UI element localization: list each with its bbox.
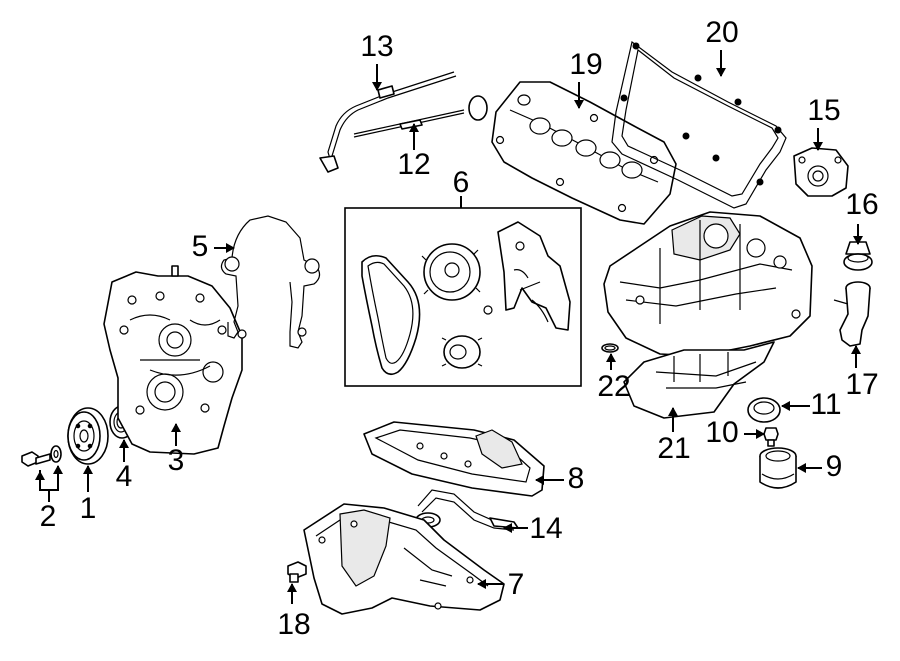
part-timing-cover-gasket bbox=[220, 215, 321, 349]
part-timing-kit bbox=[344, 207, 582, 387]
part-oil-filter-adapter bbox=[747, 397, 781, 423]
part-oil-pan-gasket bbox=[363, 421, 545, 497]
callout-22: 22 bbox=[597, 370, 630, 403]
part-oil-dipstick-tube bbox=[319, 71, 457, 173]
callout-11: 11 bbox=[810, 388, 841, 421]
part-valve-cover-gasket bbox=[611, 40, 787, 209]
callout-10: 10 bbox=[705, 416, 738, 449]
callout-20: 20 bbox=[705, 16, 738, 49]
part-oil-filler-cap bbox=[843, 241, 873, 271]
callout-19: 19 bbox=[569, 48, 602, 81]
callout-labels: 1 2 3 4 5 6 7 8 9 10 11 12 13 14 15 16 1… bbox=[40, 16, 879, 641]
callout-12: 12 bbox=[397, 148, 430, 181]
part-valve-cover bbox=[491, 81, 677, 225]
part-intake-manifold bbox=[603, 211, 813, 419]
callout-8: 8 bbox=[568, 462, 585, 495]
callout-4: 4 bbox=[116, 460, 133, 493]
part-crankshaft-pulley bbox=[67, 407, 109, 465]
callout-7: 7 bbox=[508, 568, 525, 601]
part-oil-drain-plug bbox=[287, 561, 307, 583]
part-oil-filler-tube bbox=[833, 281, 871, 347]
part-timing-cover bbox=[103, 265, 243, 455]
part-oil-filter bbox=[759, 447, 797, 489]
callout-17: 17 bbox=[845, 368, 878, 401]
callout-5: 5 bbox=[192, 230, 209, 263]
part-crankshaft-bolt-washer bbox=[21, 445, 62, 467]
callout-15: 15 bbox=[807, 94, 840, 127]
callout-14: 14 bbox=[529, 512, 562, 545]
callout-3: 3 bbox=[168, 444, 185, 477]
part-thermostat-housing bbox=[793, 147, 849, 197]
part-oil-filter-fitting bbox=[763, 427, 779, 447]
leader-lines bbox=[35, 50, 863, 604]
callout-18: 18 bbox=[277, 608, 310, 641]
callout-13: 13 bbox=[360, 30, 393, 63]
part-oil-dipstick bbox=[353, 95, 488, 138]
callout-16: 16 bbox=[845, 188, 878, 221]
callout-1: 1 bbox=[80, 492, 97, 525]
callout-6: 6 bbox=[453, 166, 470, 199]
callout-21: 21 bbox=[657, 432, 690, 465]
part-oil-pan bbox=[303, 503, 505, 615]
part-oil-pickup-tube bbox=[415, 489, 519, 531]
callout-9: 9 bbox=[826, 450, 843, 483]
callout-2: 2 bbox=[40, 500, 57, 533]
part-o-ring bbox=[601, 343, 619, 353]
